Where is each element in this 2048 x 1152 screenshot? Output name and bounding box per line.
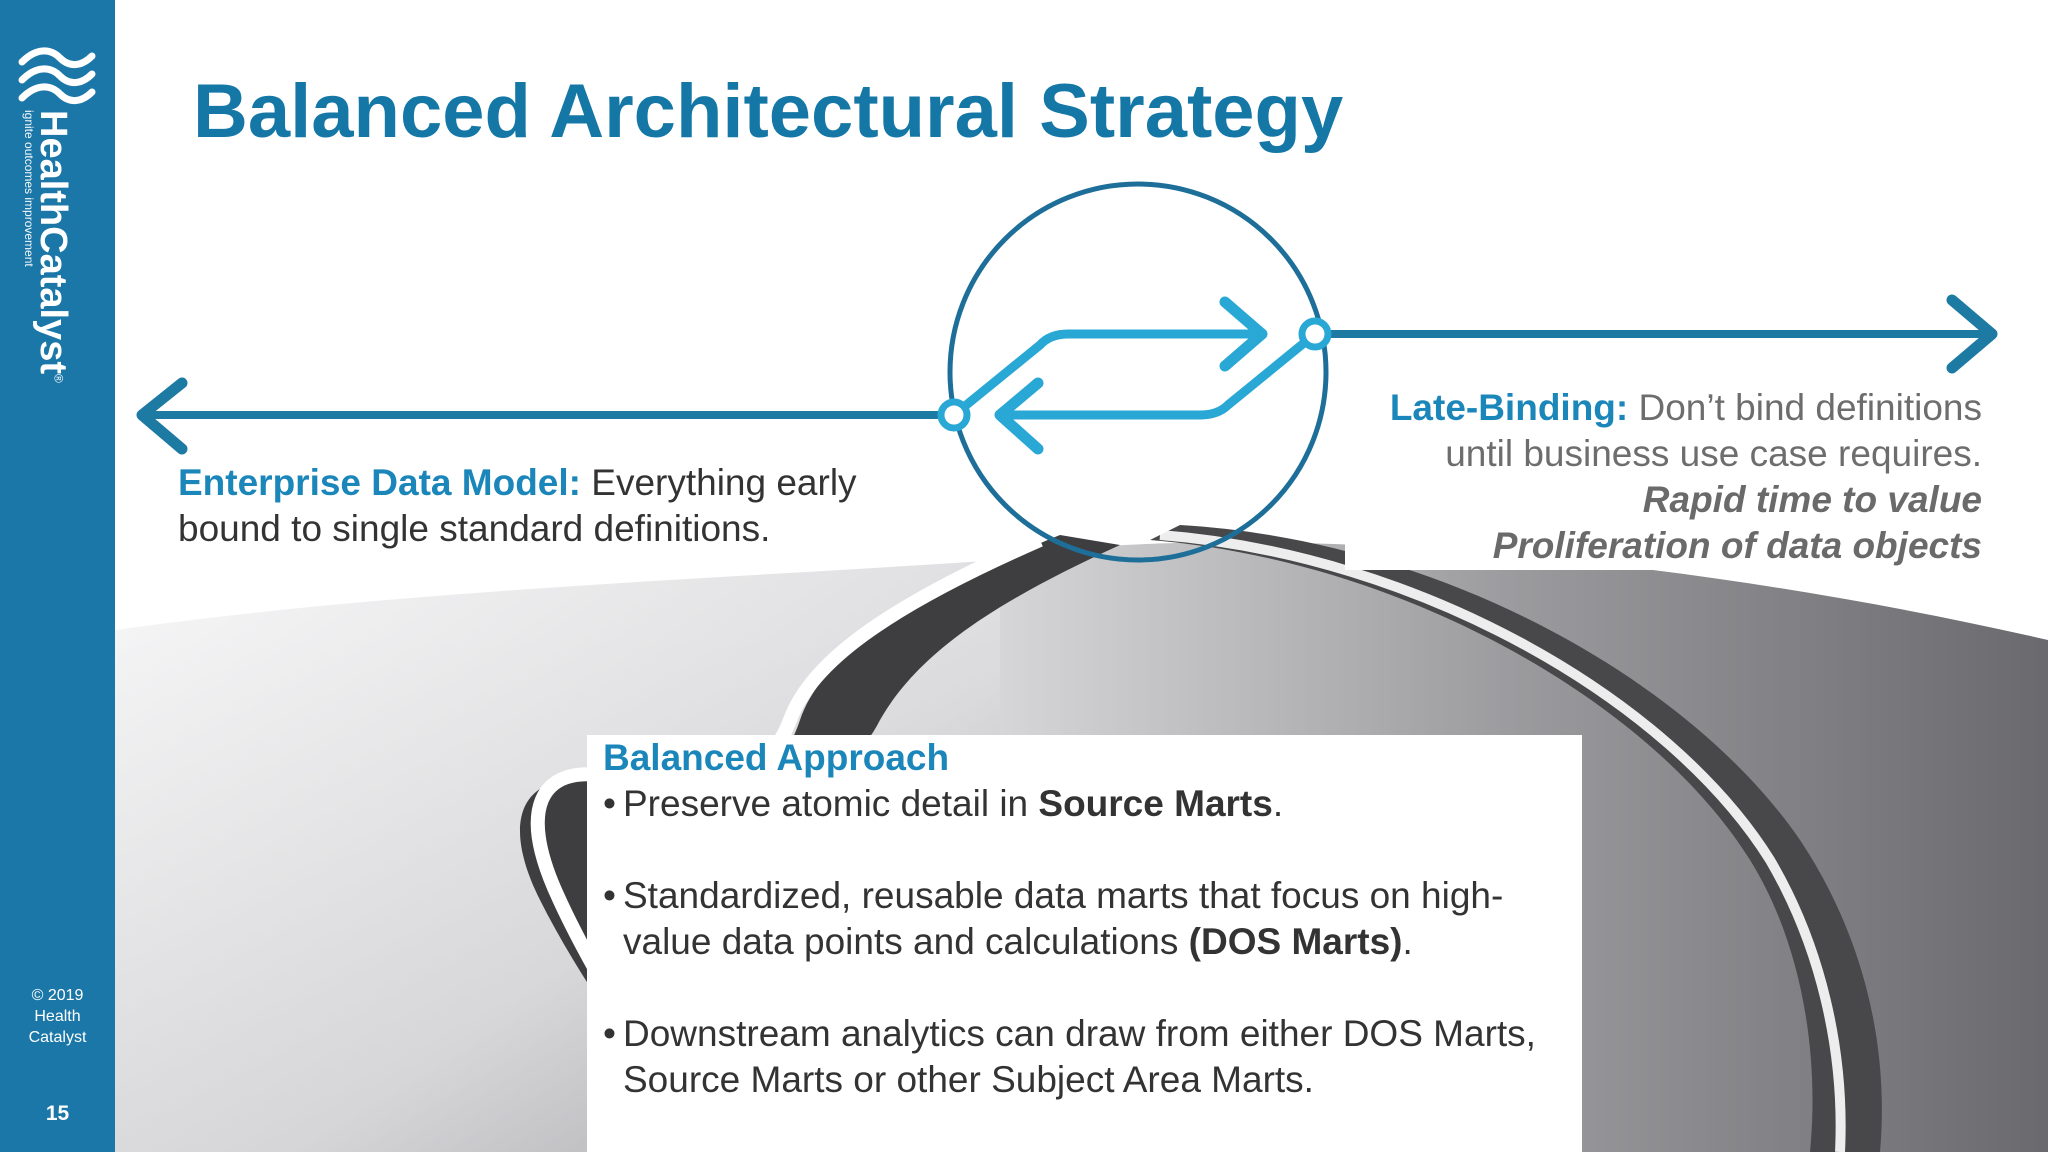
enterprise-data-model-desc: bound to single standard definitions. [178, 508, 771, 549]
inner-left-path [1005, 330, 1318, 420]
inner-right-arrow-head-icon [1219, 296, 1268, 372]
enterprise-data-model-text: Enterprise Data Model: Everything early … [178, 460, 938, 552]
enterprise-data-model-label: Enterprise Data Model: [178, 462, 581, 503]
late-binding-desc: Don’t bind definitions [1628, 387, 1982, 428]
bullet-item: • Preserve atomic detail in Source Marts… [603, 781, 1573, 827]
bullet-text: Preserve atomic detail in Source Marts. [623, 783, 1284, 824]
health-catalyst-wave-logo-icon [18, 47, 96, 104]
left-junction-ring [937, 398, 971, 432]
bullet-dot: • [603, 1013, 616, 1054]
right-junction-ring [1298, 317, 1332, 351]
late-binding-desc: until business use case requires. [1445, 433, 1982, 474]
bullet-item: • Standardized, reusable data marts that… [603, 873, 1573, 965]
copyright-line: Health [34, 1008, 81, 1025]
bullet-text: Standardized, reusable data marts that f… [623, 875, 1504, 962]
late-binding-label: Late-Binding: [1389, 387, 1629, 428]
brand-name: HealthCatalyst® [32, 110, 74, 383]
inner-left-arrow-head-icon [994, 377, 1044, 455]
late-binding-backdrop [1345, 375, 2005, 570]
sidebar: HealthCatalyst® ignite outcomes improvem… [0, 0, 115, 1152]
copyright-line: Catalyst [28, 1029, 87, 1046]
copyright: © 2019 Health Catalyst [0, 985, 115, 1048]
slide-title: Balanced Architectural Strategy [193, 69, 1344, 154]
bullet-dot: • [603, 783, 616, 824]
balanced-approach-title: Balanced Approach [603, 737, 950, 778]
brand-registered-mark: ® [51, 373, 66, 383]
late-binding-benefit: Rapid time to value [1642, 479, 1982, 520]
page-number: 15 [45, 1102, 70, 1125]
bullet-dot: • [603, 875, 616, 916]
late-binding-drawback: Proliferation of data objects [1492, 525, 1982, 566]
right-arrow-head-icon [1946, 294, 1998, 374]
brand-tagline: ignite outcomes improvement [22, 110, 36, 267]
inner-right-path [951, 329, 1255, 419]
bullet-text: Downstream analytics can draw from eithe… [623, 1013, 1536, 1100]
late-binding-text: Late-Binding: Don’t bind definitions unt… [1350, 385, 1982, 569]
left-arrow-head-icon [136, 377, 188, 455]
bullet-item: • Downstream analytics can draw from eit… [603, 1011, 1573, 1103]
late-binding-line: Late-Binding: Don’t bind definitions [1350, 385, 1982, 431]
balanced-approach-backdrop [587, 735, 1582, 1152]
balance-circle [947, 181, 1329, 563]
copyright-line: © 2019 [31, 987, 84, 1004]
balanced-approach-text: Balanced Approach • Preserve atomic deta… [603, 735, 1573, 1103]
enterprise-data-model-desc: Everything early [580, 462, 857, 503]
